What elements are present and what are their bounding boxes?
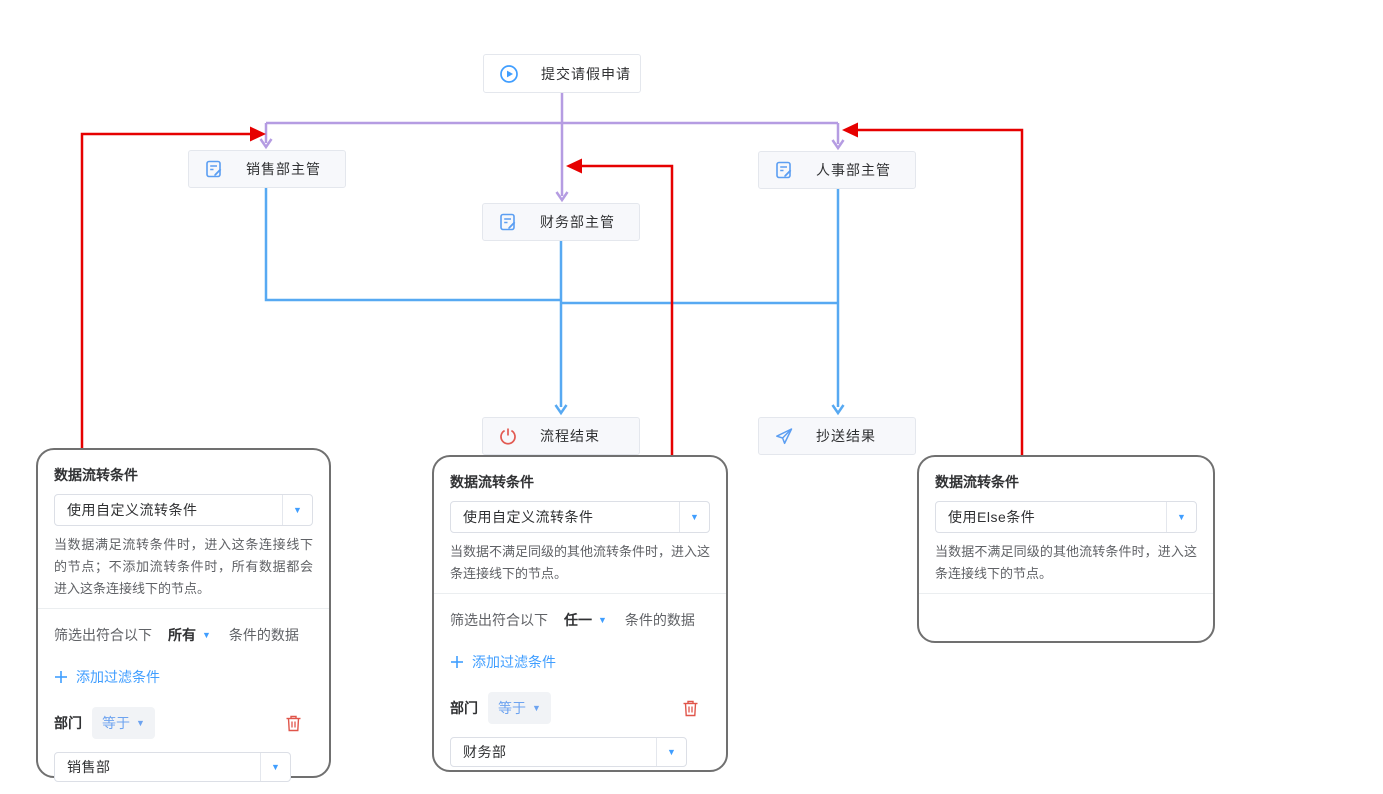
add-filter-label: 添加过滤条件 (472, 654, 556, 670)
edge-sales-down[interactable] (264, 188, 561, 302)
edge-panel-sales-link[interactable] (80, 132, 252, 448)
play-circle-icon (499, 64, 519, 84)
filter-mode-select[interactable]: 任一 (564, 612, 592, 628)
condition-panel-finance: 数据流转条件 使用自定义流转条件 ▼ 当数据不满足同级的其他流转条件时，进入这条… (432, 455, 728, 772)
power-icon (498, 426, 518, 446)
edit-document-icon (498, 212, 518, 232)
rule-field-label: 部门 (450, 700, 478, 716)
rule-value: 财务部 (463, 744, 507, 760)
arrowhead-purple-hr-icon (831, 139, 845, 151)
operator-select[interactable]: 等于 ▼ (488, 692, 551, 724)
filter-prefix: 筛选出符合以下 (54, 627, 152, 643)
operator-value: 等于 (102, 715, 130, 731)
edge-panel-finance-link[interactable] (582, 164, 674, 455)
arrowhead-purple-sales-icon (259, 138, 273, 150)
condition-type-select[interactable]: 使用自定义流转条件 ▼ (450, 501, 710, 533)
dropdown-caret-icon[interactable]: ▼ (202, 629, 211, 640)
arrowhead-purple-finance-icon (555, 191, 569, 203)
node-finance-manager[interactable]: 财务部主管 (482, 203, 640, 241)
filter-row: 筛选出符合以下 任一 ▼ 条件的数据 (450, 610, 710, 630)
node-label: 人事部主管 (816, 162, 891, 178)
node-label: 销售部主管 (246, 161, 321, 177)
operator-select[interactable]: 等于 ▼ (92, 707, 155, 739)
node-label: 财务部主管 (540, 214, 615, 230)
dropdown-caret-icon: ▼ (532, 702, 541, 713)
edit-document-icon (774, 160, 794, 180)
rule-value-select[interactable]: 财务部 ▼ (450, 737, 687, 767)
arrowhead-red-right-icon (842, 122, 858, 138)
condition-panel-sales: 数据流转条件 使用自定义流转条件 ▼ 当数据满足流转条件时，进入这条连接线下的节… (36, 448, 331, 782)
dropdown-caret-icon: ▼ (136, 717, 145, 728)
add-filter-button[interactable]: 添加过滤条件 (450, 652, 710, 672)
dropdown-caret-icon[interactable]: ▼ (598, 614, 607, 625)
node-hr-manager[interactable]: 人事部主管 (758, 151, 916, 189)
trash-icon (683, 700, 698, 716)
divider (919, 593, 1213, 594)
operator-value: 等于 (498, 700, 526, 716)
filter-rule-row: 部门 等于 ▼ (54, 707, 313, 739)
condition-type-select[interactable]: 使用自定义流转条件 ▼ (54, 494, 313, 526)
dropdown-caret-icon[interactable]: ▼ (260, 753, 290, 781)
arrowhead-blue-cc-icon (831, 404, 845, 416)
rule-field-label: 部门 (54, 715, 82, 731)
condition-type-value: 使用自定义流转条件 (67, 502, 198, 518)
condition-type-value: 使用Else条件 (948, 509, 1036, 525)
node-label: 抄送结果 (816, 428, 876, 444)
panel-title: 数据流转条件 (935, 474, 1019, 490)
divider (38, 608, 329, 609)
condition-description: 当数据不满足同级的其他流转条件时，进入这条连接线下的节点。 (450, 544, 711, 581)
dropdown-caret-icon[interactable]: ▼ (679, 502, 709, 532)
send-icon (774, 426, 794, 446)
node-sales-manager[interactable]: 销售部主管 (188, 150, 346, 188)
trash-icon (286, 715, 301, 731)
add-filter-label: 添加过滤条件 (76, 669, 160, 685)
dropdown-caret-icon[interactable]: ▼ (282, 495, 312, 525)
condition-type-select[interactable]: 使用Else条件 ▼ (935, 501, 1197, 533)
dropdown-caret-icon[interactable]: ▼ (1166, 502, 1196, 532)
condition-description: 当数据满足流转条件时，进入这条连接线下的节点；不添加流转条件时，所有数据都会进入… (54, 537, 313, 596)
panel-title: 数据流转条件 (450, 474, 534, 490)
delete-rule-button[interactable] (286, 715, 301, 732)
filter-rule-row: 部门 等于 ▼ (450, 692, 710, 724)
node-cc-result[interactable]: 抄送结果 (758, 417, 916, 455)
dropdown-caret-icon[interactable]: ▼ (656, 738, 686, 766)
node-label: 提交请假申请 (541, 65, 631, 82)
plus-icon (451, 656, 463, 668)
arrowhead-blue-end-icon (554, 404, 568, 416)
divider (434, 593, 726, 594)
filter-suffix: 条件的数据 (624, 612, 695, 628)
filter-suffix: 条件的数据 (228, 627, 299, 643)
condition-type-value: 使用自定义流转条件 (463, 509, 594, 525)
filter-row: 筛选出符合以下 所有 ▼ 条件的数据 (54, 625, 313, 645)
filter-prefix: 筛选出符合以下 (450, 612, 548, 628)
node-label: 流程结束 (540, 428, 600, 444)
arrowhead-red-middle-icon (566, 158, 582, 174)
delete-rule-button[interactable] (683, 700, 698, 717)
edge-panel-else-link[interactable] (858, 128, 1024, 455)
panel-title: 数据流转条件 (54, 467, 138, 483)
condition-panel-else: 数据流转条件 使用Else条件 ▼ 当数据不满足同级的其他流转条件时，进入这条连… (917, 455, 1215, 643)
filter-mode-select[interactable]: 所有 (168, 627, 196, 643)
edge-start-split[interactable] (266, 93, 838, 125)
condition-description: 当数据不满足同级的其他流转条件时，进入这条连接线下的节点。 (935, 544, 1197, 581)
edit-document-icon (204, 159, 224, 179)
arrowhead-red-left-icon (250, 126, 266, 142)
rule-value: 销售部 (67, 759, 111, 775)
node-process-end[interactable]: 流程结束 (482, 417, 640, 455)
plus-icon (55, 671, 67, 683)
rule-value-select[interactable]: 销售部 ▼ (54, 752, 291, 782)
node-submit-request[interactable]: 提交请假申请 (483, 54, 641, 93)
add-filter-button[interactable]: 添加过滤条件 (54, 667, 313, 687)
